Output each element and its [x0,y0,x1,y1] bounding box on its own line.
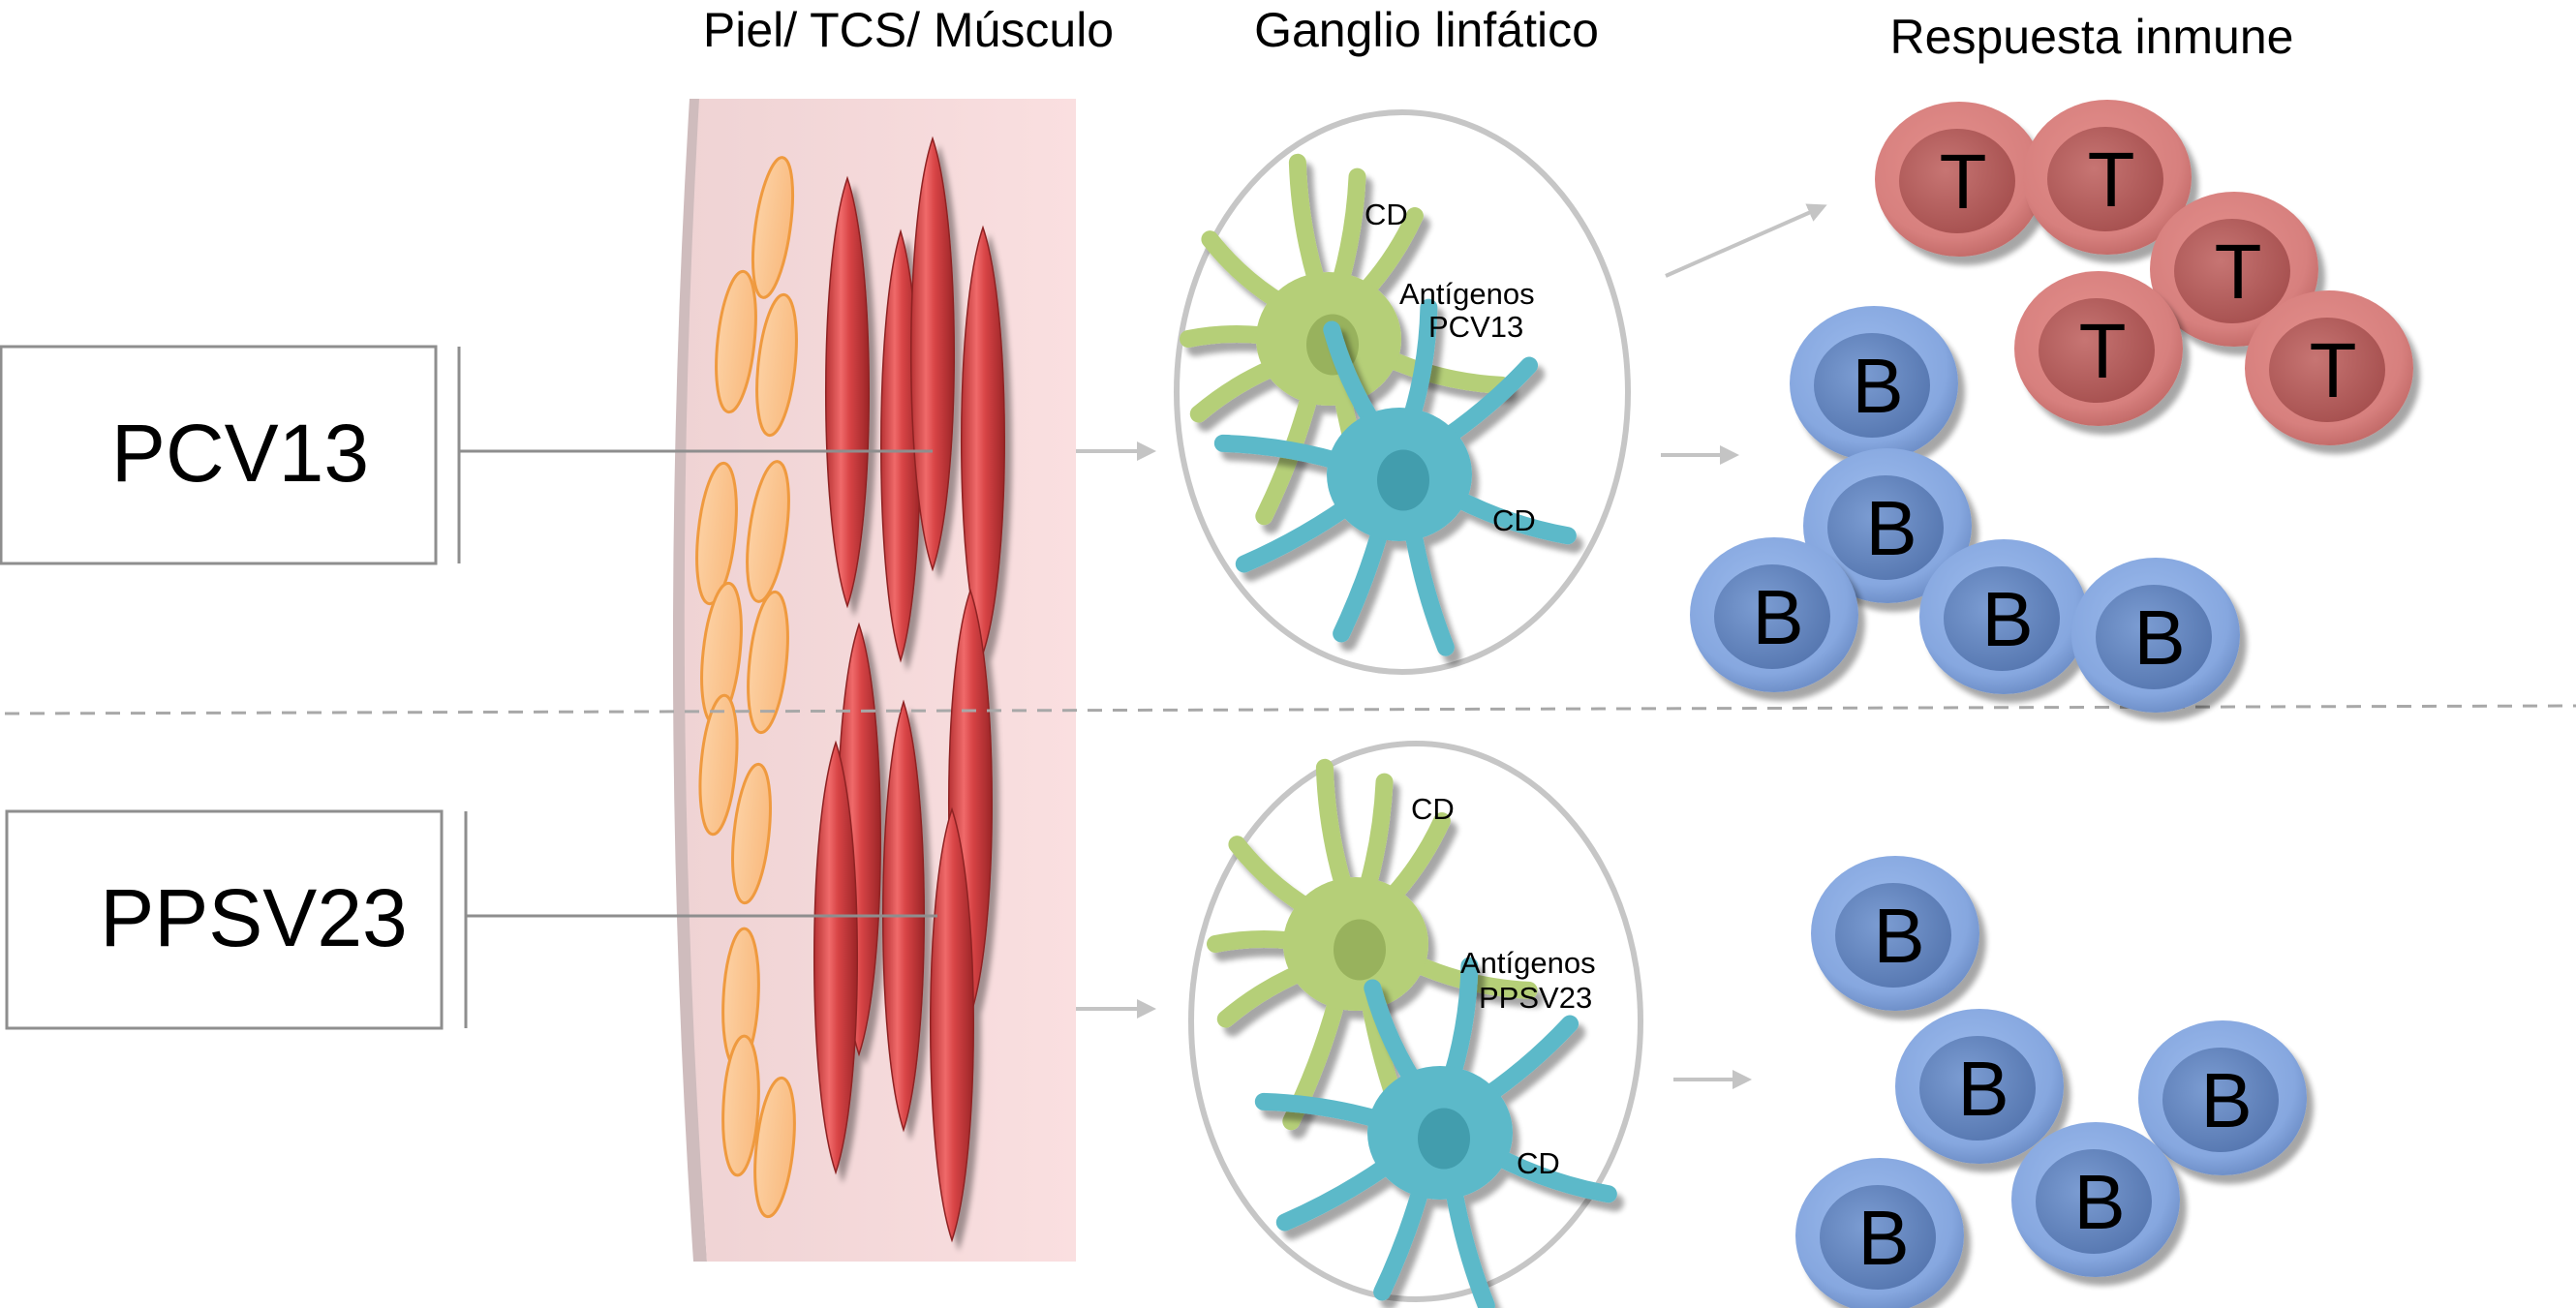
muscle-fiber [824,175,871,609]
b-cell: B [1795,1158,1964,1308]
cell-letter: T [2079,308,2127,394]
b-cell: B [2138,1020,2307,1175]
fat-cell [746,460,790,603]
lymph-node-ppsv23: CD Antígenos PPSV23 CD [1188,741,1643,1308]
fat-cell [731,762,772,905]
antigen-label-line1: Antígenos [1399,277,1535,311]
b-cell: B [1690,537,1858,692]
lymph-node-outline [1174,109,1631,675]
b-cell: B [1919,539,2088,694]
fat-cell-group [695,156,798,1219]
cell-nucleus [2269,318,2385,422]
cell-nucleus [2047,127,2163,231]
vaccine-label-ppsv23: PPSV23 [100,872,408,963]
b-cell: B [1790,306,1958,461]
header-lymph-node: Ganglio linfático [1254,3,1599,57]
cell-nucleus [2096,585,2212,689]
fat-cell [695,461,738,606]
fat-cell [698,693,739,837]
b-cell: B [1895,1009,2064,1164]
cell-letter: B [1865,485,1917,571]
tissue-band-shadow [672,99,707,1262]
antigen-label-line1: Antígenos [1460,946,1596,980]
dc-label-bottom: CD [1492,503,1536,537]
dc-label-top: CD [1365,198,1408,231]
vaccine-box-pcv13: PCV13 [0,345,933,565]
antigen-label-line2: PCV13 [1428,310,1523,344]
cell-letter: T [2310,327,2357,413]
cell-nucleus [1714,564,1830,669]
cell-letter: B [1981,576,2033,662]
cell-letter: B [2133,594,2185,681]
vaccine-box-ppsv23: PPSV23 [5,809,937,1030]
vaccine-box-frame [5,809,444,1030]
b-cell: B [1803,448,1972,603]
cell-nucleus [1827,475,1944,580]
cell-nucleus [1919,1036,2036,1141]
cell-letter: B [1873,893,1924,979]
t-cell: T [2023,100,2192,255]
cell-nucleus [1820,1185,1936,1290]
antigen-label-line2: PPSV23 [1479,981,1592,1015]
cell-letter: T [2215,228,2262,315]
cell-nucleus [1814,333,1930,438]
fat-cell [721,1034,760,1177]
dc-nucleus [1334,919,1386,981]
cell-nucleus [1899,129,2015,233]
muscle-fiber [813,740,859,1175]
cell-letter: B [2200,1057,2252,1143]
cell-nucleus [2174,219,2290,323]
dendritic-cell-cyan [1254,957,1617,1308]
cell-nucleus [1835,883,1951,988]
t-cell: T [2014,271,2183,426]
t-cell: T [1875,102,2043,257]
dc-nucleus [1418,1108,1470,1170]
row-separator-dashed [4,704,2576,715]
cell-letter: B [2073,1159,2125,1245]
cell-nucleus [2036,1149,2152,1254]
cell-letter: B [1957,1046,2009,1132]
b-cell: B [1811,856,1979,1011]
lymph-node-outline [1188,741,1643,1302]
cell-nucleus [2039,298,2155,403]
header-immune-response: Respuesta inmune [1890,10,2294,64]
dc-label-top: CD [1411,792,1455,826]
muscle-fiber-group [813,136,1006,1243]
fat-cell [715,269,757,414]
dc-nucleus [1377,449,1429,511]
header-tissue: Piel/ TCS/ Músculo [703,3,1114,57]
cell-letter: T [2088,137,2135,223]
dc-label-bottom: CD [1517,1146,1560,1180]
fat-cell [755,292,798,438]
muscle-fiber [929,806,975,1243]
arrow-node-to-t-cells [1665,203,1827,278]
fat-cell [753,1076,796,1219]
b-cell: B [2011,1122,2180,1277]
vaccine-box-frame [0,345,438,565]
cell-nucleus [2162,1048,2279,1152]
vaccine-label-pcv13: PCV13 [111,408,369,499]
dendritic-cell-cyan [1213,298,1577,656]
fat-cell [751,156,795,299]
cell-letter: T [1940,138,1987,225]
t-cell: T [2245,290,2413,445]
b-cell: B [2071,558,2240,713]
cell-letter: B [1857,1195,1909,1281]
muscle-fiber [909,136,956,572]
fat-cell [747,590,789,735]
arrows [1076,203,1827,1089]
cell-letter: B [1852,343,1903,429]
lymph-node-pcv13: CD Antígenos PCV13 CD [1174,109,1631,675]
cell-nucleus [1944,566,2060,671]
cell-letter: B [1752,574,1803,660]
